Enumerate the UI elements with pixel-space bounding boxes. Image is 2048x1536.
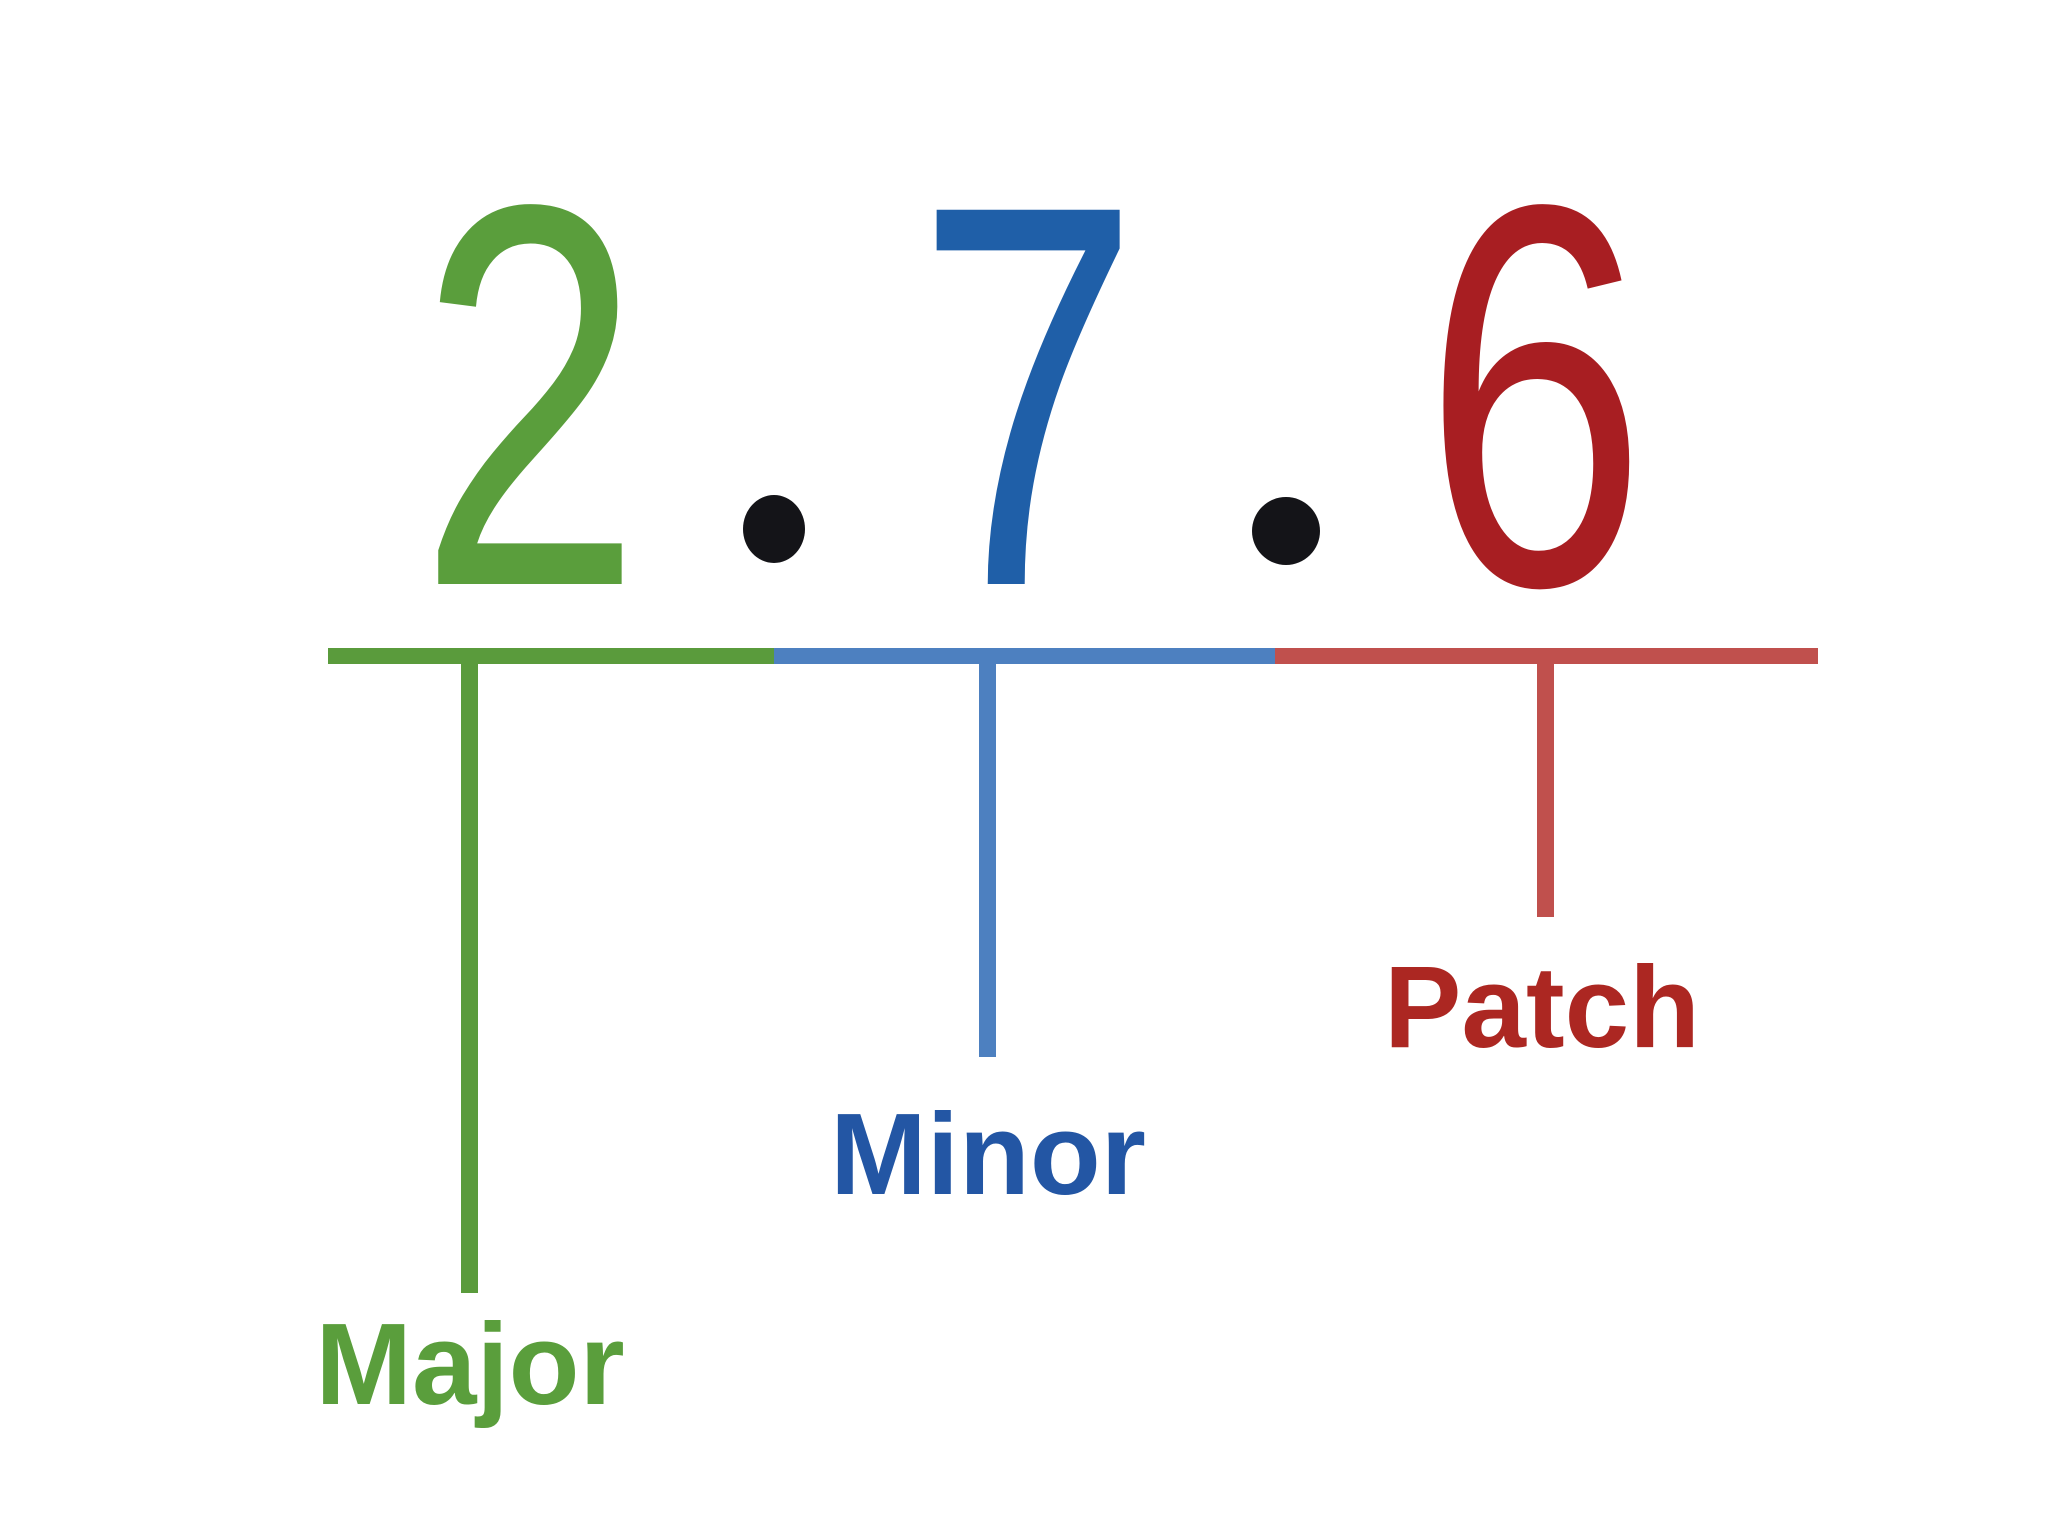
minor-label: Minor xyxy=(830,1089,1146,1219)
patch-connector-line xyxy=(1537,650,1554,917)
major-bar-segment xyxy=(328,648,774,664)
patch-label: Patch xyxy=(1384,942,1700,1072)
separator-dot-1 xyxy=(743,495,805,563)
minor-digit: 7 xyxy=(916,93,1140,700)
separator-dot-2 xyxy=(1252,497,1320,565)
major-digit: 2 xyxy=(418,93,642,700)
major-label: Major xyxy=(315,1299,625,1429)
patch-digit: 6 xyxy=(1423,93,1647,700)
minor-bar-segment xyxy=(774,648,1275,664)
major-connector-line xyxy=(461,650,478,1293)
minor-connector-line xyxy=(979,650,996,1057)
